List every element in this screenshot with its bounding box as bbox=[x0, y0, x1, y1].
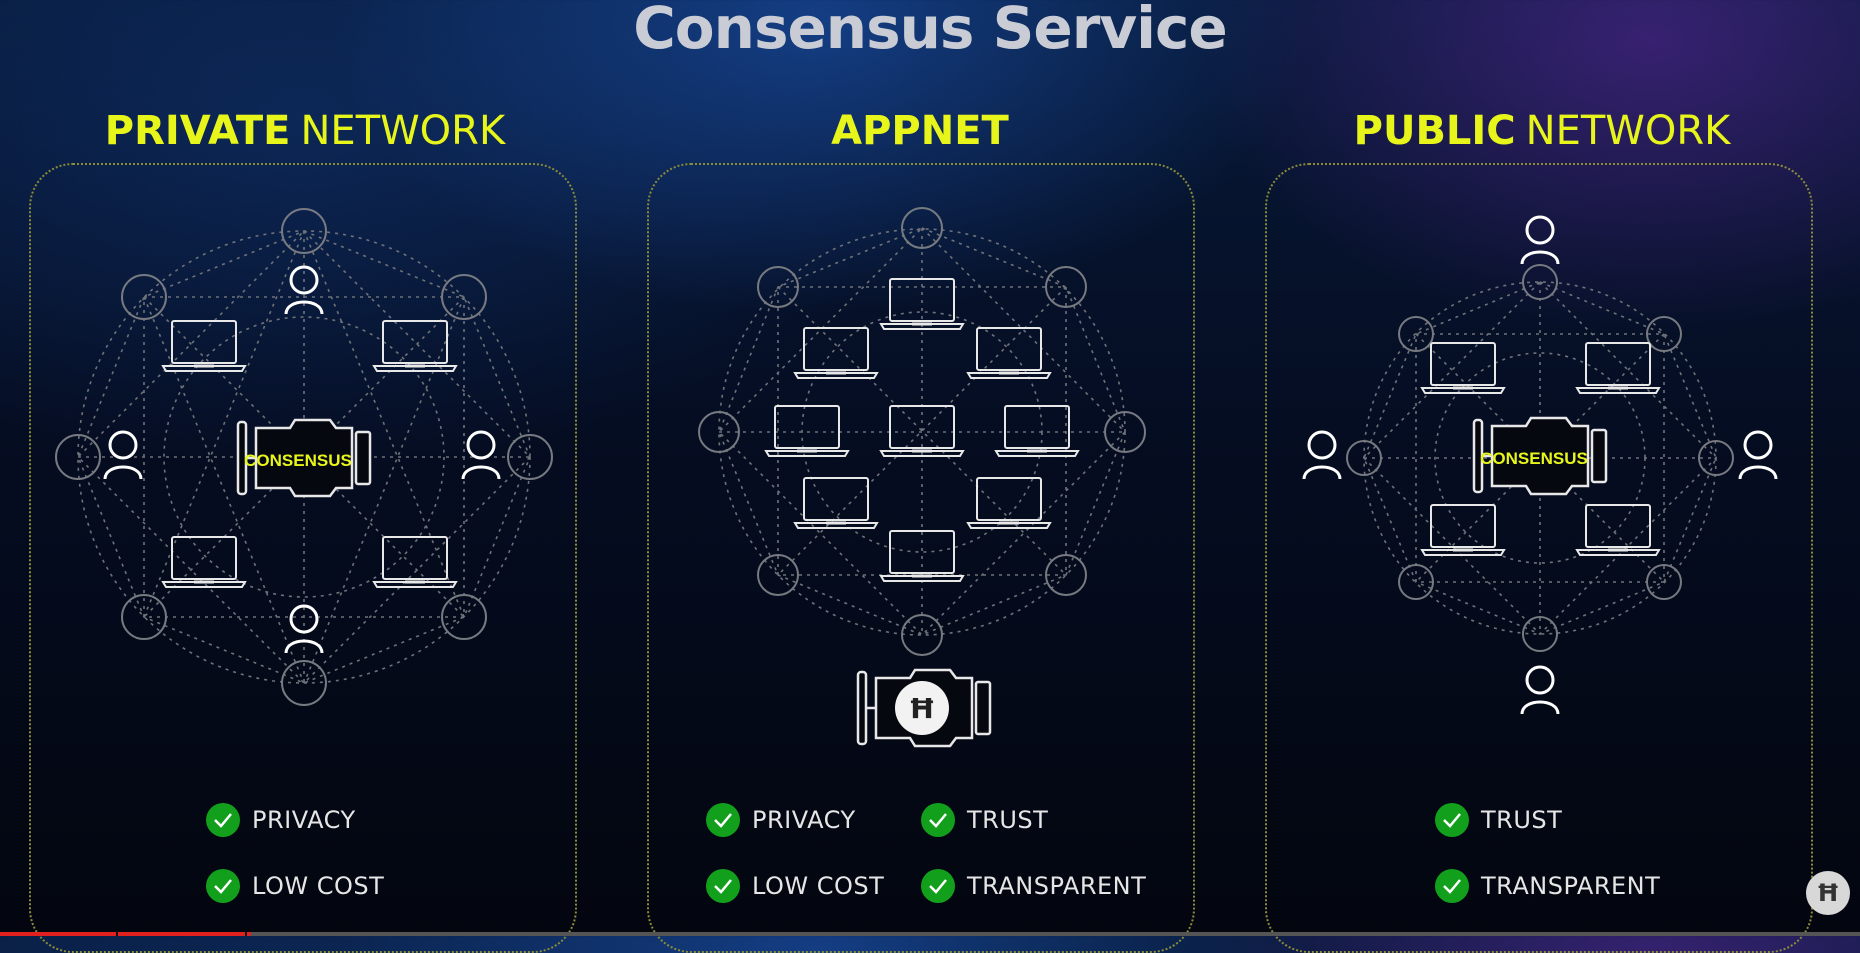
person-icon bbox=[1520, 665, 1560, 716]
laptop-icon bbox=[1575, 503, 1661, 557]
laptop-icon bbox=[161, 319, 247, 373]
feature-item: TRANSPARENT bbox=[921, 869, 1146, 903]
chapter-divider bbox=[245, 932, 247, 936]
laptop-icon bbox=[793, 326, 879, 380]
feature-label: TRUST bbox=[967, 806, 1049, 834]
public-node-circles bbox=[1346, 264, 1734, 652]
feature-label: TRANSPARENT bbox=[1481, 872, 1661, 900]
hedera-logo-icon: Ħ bbox=[1806, 871, 1850, 915]
hbar-icon: Ħ bbox=[908, 692, 935, 725]
check-icon bbox=[921, 803, 955, 837]
check-icon bbox=[706, 869, 740, 903]
person-icon bbox=[284, 604, 324, 655]
feature-item: TRUST bbox=[921, 803, 1048, 837]
check-icon bbox=[1435, 803, 1469, 837]
laptop-icon bbox=[966, 476, 1052, 530]
person-icon bbox=[284, 265, 324, 316]
person-icon bbox=[1520, 215, 1560, 266]
laptop-icon bbox=[1575, 341, 1661, 395]
feature-item: PRIVACY bbox=[706, 803, 856, 837]
laptop-icon bbox=[966, 326, 1052, 380]
progress-played bbox=[0, 932, 252, 936]
hedera-logo-glyph: Ħ bbox=[1816, 879, 1840, 907]
chapter-divider bbox=[116, 932, 118, 936]
laptop-icon bbox=[372, 319, 458, 373]
appnet-diagram bbox=[717, 226, 1127, 637]
feature-item: LOW COST bbox=[206, 869, 384, 903]
feature-item: TRUST bbox=[1435, 803, 1562, 837]
laptop-icon bbox=[793, 476, 879, 530]
check-icon bbox=[206, 869, 240, 903]
check-icon bbox=[921, 869, 955, 903]
feature-item: LOW COST bbox=[706, 869, 884, 903]
person-icon bbox=[103, 430, 143, 481]
private-engine-label: CONSENSUS bbox=[244, 451, 352, 470]
laptop-icon bbox=[372, 535, 458, 589]
appnet-heading-bold: APPNET bbox=[831, 108, 1009, 154]
check-icon bbox=[206, 803, 240, 837]
appnet-hedera-engine-icon: Ħ bbox=[856, 668, 992, 748]
feature-label: LOW COST bbox=[252, 872, 385, 900]
person-icon bbox=[461, 430, 501, 481]
feature-label: PRIVACY bbox=[252, 806, 356, 834]
person-icon bbox=[1302, 430, 1342, 481]
private-node-circles bbox=[55, 208, 553, 706]
feature-label: TRANSPARENT bbox=[967, 872, 1147, 900]
feature-item: TRANSPARENT bbox=[1435, 869, 1660, 903]
video-progress-bar[interactable] bbox=[0, 932, 1860, 936]
person-icon bbox=[1738, 430, 1778, 481]
private-consensus-engine-icon: CONSENSUS bbox=[236, 418, 372, 498]
appnet-heading: APPNET bbox=[720, 108, 1120, 154]
feature-label: TRUST bbox=[1481, 806, 1563, 834]
laptop-icon bbox=[1420, 341, 1506, 395]
check-icon bbox=[1435, 869, 1469, 903]
feature-label: LOW COST bbox=[752, 872, 885, 900]
laptop-icon bbox=[161, 535, 247, 589]
feature-item: PRIVACY bbox=[206, 803, 356, 837]
public-engine-label: CONSENSUS bbox=[1480, 449, 1588, 468]
check-icon bbox=[706, 803, 740, 837]
feature-label: PRIVACY bbox=[752, 806, 856, 834]
public-heading-bold: PUBLIC bbox=[1353, 108, 1516, 154]
private-heading-light: NETWORK bbox=[300, 108, 506, 154]
public-consensus-engine-icon: CONSENSUS bbox=[1472, 416, 1608, 496]
page-title: Consensus Service bbox=[633, 0, 1228, 62]
private-heading-bold: PRIVATE bbox=[104, 108, 291, 154]
appnet-node-circles bbox=[698, 207, 1146, 656]
public-heading-light: NETWORK bbox=[1525, 108, 1731, 154]
